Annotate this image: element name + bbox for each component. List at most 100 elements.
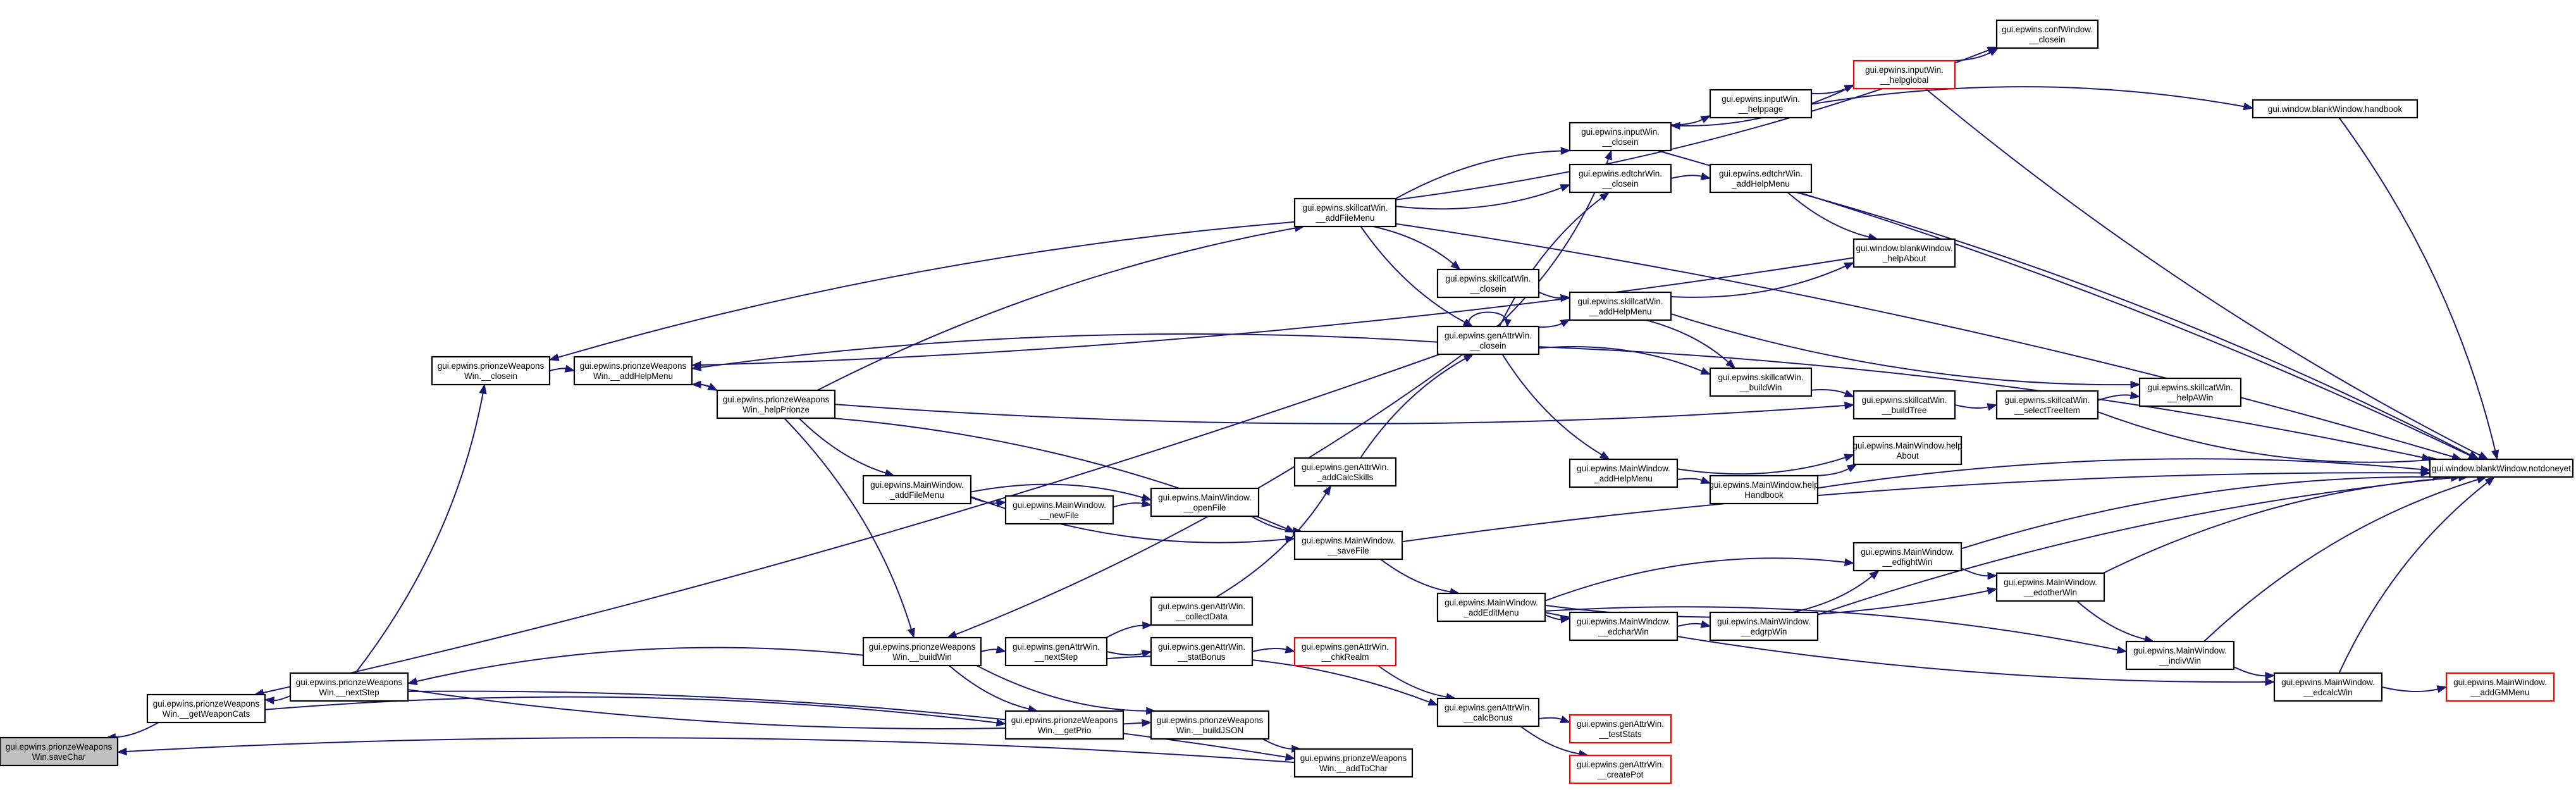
node-box	[2273, 672, 2383, 702]
node-bwNotdoneyet[interactable]: gui.window.blankWindow.notdoneyet	[2429, 458, 2574, 478]
node-skHelpAWin[interactable]: gui.epwins.skillcatWin.__helpAWin	[2138, 377, 2242, 407]
edge-line	[549, 368, 566, 371]
node-inputClosein[interactable]: gui.epwins.inputWin.__closein	[1568, 121, 1672, 152]
node-label-line: gui.epwins.MainWindow.	[1445, 598, 1538, 607]
node-mwEdcalcWin[interactable]: gui.epwins.MainWindow.__edcalcWin	[2273, 672, 2383, 702]
edge-line	[700, 257, 1854, 366]
node-box	[1568, 458, 1679, 488]
edge-arrowhead	[1599, 451, 1610, 460]
edge-mwEdcalcWin-to-mwAddGMMenu	[2381, 685, 2448, 693]
node-edCharHelpMenu[interactable]: gui.epwins.edtchrWin._addHelpMenu	[1709, 163, 1813, 194]
edge-line	[1646, 319, 1729, 363]
node-getWeaponCats[interactable]: gui.epwins.prionzeWeaponsWin.__getWeapon…	[146, 693, 266, 724]
node-label-line: Win.__buildJSON	[1176, 726, 1244, 735]
node-gaCollectData[interactable]: gui.epwins.genAttrWin.__collectData	[1150, 596, 1254, 626]
node-mwNewFile[interactable]: gui.epwins.MainWindow.__newFile	[1004, 495, 1114, 525]
node-edCharClosein[interactable]: gui.epwins.edtchrWin.__closein	[1568, 163, 1672, 194]
edge-skSelectTreeItem-to-skHelpAWin	[2097, 391, 2141, 401]
node-mwIndivWin[interactable]: gui.epwins.MainWindow.__indivWin	[2125, 640, 2235, 671]
edge-line	[115, 722, 159, 738]
node-gaAddCalcSkills[interactable]: gui.epwins.genAttrWin._addCalcSkills	[1293, 457, 1397, 487]
node-mwEdotherWin[interactable]: gui.epwins.MainWindow.__edotherWin	[1995, 572, 2105, 602]
edge-gaCollectData-to-gaAddCalcSkills	[1216, 485, 1332, 598]
node-label-line: gui.epwins.MainWindow.	[1861, 547, 1954, 557]
node-label-line: __chkRealm	[1321, 652, 1369, 662]
node-label-line: gui.epwins.MainWindow.	[2133, 646, 2227, 655]
edge-arrowhead	[1142, 621, 1153, 629]
edge-arrowhead	[995, 645, 1007, 653]
node-helpPrionze[interactable]: gui.epwins.prionzeWeaponsWin._helpPrionz…	[716, 389, 836, 419]
edge-arrowhead	[1504, 318, 1512, 328]
node-mwSaveFile[interactable]: gui.epwins.MainWindow.__saveFile	[1293, 530, 1403, 561]
node-skAddFileMenu[interactable]: gui.epwins.skillcatWin.__addFileMenu	[1293, 197, 1397, 228]
node-bwHelpAbout[interactable]: gui.window.blankWindow._helpAbout	[1852, 238, 1956, 268]
edge-line	[1961, 476, 2434, 550]
node-confClosein[interactable]: gui.epwins.confWindow.__closein	[1995, 19, 2099, 49]
edge-arrowhead	[2436, 685, 2448, 693]
edge-mwHelpHandbook-to-mwHelpAbout	[1815, 464, 1858, 476]
node-skBuildWin[interactable]: gui.epwins.skillcatWin.__buildWin	[1709, 367, 1813, 397]
edge-gaCalcBonus-to-gaTestStats	[1538, 715, 1571, 723]
node-skCloseinSmall[interactable]: gui.epwins.skillcatWin.__closein	[1436, 268, 1540, 299]
node-label-line: __indivWin	[2159, 656, 2201, 666]
node-gaCalcBonus[interactable]: gui.epwins.genAttrWin.__calcBonus	[1436, 697, 1540, 728]
node-skAddHelpMenu[interactable]: gui.epwins.skillcatWin.__addHelpMenu	[1568, 291, 1672, 321]
edge-arrowhead	[707, 383, 718, 391]
node-box	[1568, 754, 1672, 784]
node-label-line: gui.epwins.genAttrWin.	[1158, 642, 1245, 652]
node-label-line: gui.epwins.MainWindow.	[2281, 678, 2375, 687]
edge-mwAddHelpMenu-to-mwHelpHandbook	[1677, 476, 1711, 484]
node-label-line: Handbook	[1744, 490, 1784, 500]
node-mwHelpAbout[interactable]: gui.epwins.MainWindow.helpAbout	[1852, 435, 1963, 466]
edge-arrowhead	[1560, 319, 1571, 327]
node-box	[1293, 530, 1403, 561]
node-mwEdcharWin[interactable]: gui.epwins.MainWindow.__edcharWin	[1568, 611, 1679, 641]
node-box	[431, 356, 551, 386]
node-label-line: __statBonus	[1177, 652, 1225, 662]
node-mwEdgrpWin[interactable]: gui.epwins.MainWindow.__edgrpWin	[1709, 611, 1819, 641]
node-gaTestStats[interactable]: gui.epwins.genAttrWin.__testStats	[1568, 714, 1672, 744]
node-gaClosein[interactable]: gui.epwins.genAttrWin.__closein	[1436, 325, 1540, 356]
node-skSelectTreeItem[interactable]: gui.epwins.skillcatWin.__selectTreeItem	[1995, 390, 2099, 420]
node-mwAddGMMenu[interactable]: gui.epwins.MainWindow.__addGMMenu	[2445, 672, 2555, 702]
node-box	[1568, 163, 1672, 194]
node-box	[1150, 596, 1254, 626]
edge-addHelpMenuP-to-helpPrionze	[691, 383, 718, 391]
node-box	[1293, 457, 1397, 487]
node-gaCreatePot[interactable]: gui.epwins.genAttrWin.__createPot	[1568, 754, 1672, 784]
edge-gaClosein-to-skBuildWin	[1538, 345, 1711, 375]
node-gaChkRealm[interactable]: gui.epwins.genAttrWin.__chkRealm	[1293, 636, 1397, 667]
node-label-line: __testStats	[1598, 729, 1642, 739]
node-inputHelpglobal[interactable]: gui.epwins.inputWin.__helpglobal	[1852, 59, 1956, 90]
node-mwEdfightWin[interactable]: gui.epwins.MainWindow.__edfightWin	[1852, 542, 1963, 572]
node-mwOpenFile[interactable]: gui.epwins.MainWindow.__openFile	[1150, 487, 1260, 517]
node-label-line: __edgrpWin	[1741, 627, 1787, 636]
node-mwAddHelpMenu[interactable]: gui.epwins.MainWindow._addHelpMenu	[1568, 458, 1679, 488]
node-skBuildTree[interactable]: gui.epwins.skillcatWin.__buildTree	[1852, 390, 1956, 420]
node-gaStatBonus[interactable]: gui.epwins.genAttrWin.__statBonus	[1150, 636, 1254, 667]
node-label-line: gui.epwins.genAttrWin.	[1302, 462, 1389, 472]
node-gaNextStep[interactable]: gui.epwins.genAttrWin.__nextStep	[1004, 636, 1108, 667]
node-bwHandbook[interactable]: gui.window.blankWindow.handbook	[2252, 99, 2419, 119]
node-inputHelppage[interactable]: gui.epwins.inputWin.__helppage	[1709, 89, 1813, 119]
edge-line	[2076, 600, 2145, 640]
node-label-line: __newFile	[1039, 511, 1079, 520]
edge-mwSaveFile-to-bwNotdoneyet	[1402, 469, 2431, 543]
edge-line	[1925, 88, 2480, 456]
node-label-line: gui.epwins.MainWindow.	[1577, 464, 1670, 473]
edge-arrowhead	[995, 719, 1007, 727]
node-mwAddEditMenu[interactable]: gui.epwins.MainWindow._addEditMenu	[1436, 592, 1546, 622]
edge-line	[558, 221, 1295, 358]
node-mwAddFileMenu[interactable]: gui.epwins.MainWindow._addFileMenu	[862, 474, 972, 505]
node-addHelpMenuP[interactable]: gui.epwins.prionzeWeaponsWin.__addHelpMe…	[573, 356, 693, 386]
node-label-line: __openFile	[1183, 503, 1226, 512]
edge-line	[1811, 86, 2245, 108]
